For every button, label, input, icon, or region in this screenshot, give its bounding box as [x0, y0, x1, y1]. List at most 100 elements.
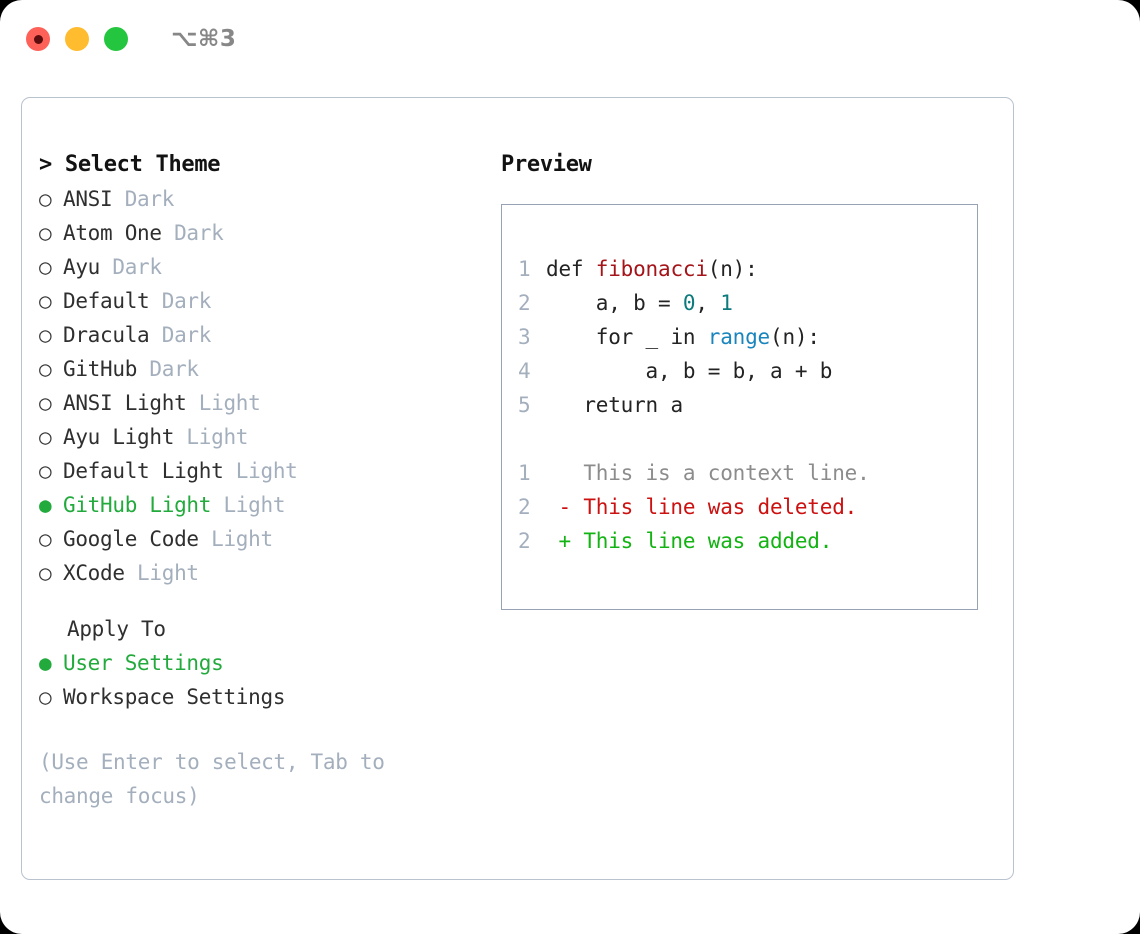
theme-list[interactable]: ○ANSI Dark○Atom One Dark○Ayu Dark○Defaul…	[39, 182, 489, 590]
diff-line: 2 + This line was added.	[518, 524, 977, 558]
apply-to-option-label: User Settings	[63, 651, 224, 675]
theme-variant-tag: Light	[186, 391, 261, 415]
apply-to-option[interactable]: ● User Settings	[39, 646, 489, 680]
radio-selected-icon: ●	[39, 493, 52, 517]
radio-unselected-icon: ○	[39, 187, 52, 211]
code-indent	[546, 291, 596, 315]
theme-option[interactable]: ○Default Light Light	[39, 454, 489, 488]
code-token: for _ in	[595, 325, 708, 349]
theme-variant-tag: Light	[174, 425, 249, 449]
spacer	[518, 422, 977, 456]
radio-unselected-icon: ○	[39, 323, 52, 347]
keyboard-shortcut-label: ⌥⌘3	[171, 26, 237, 52]
diff-line-text: + This line was added.	[546, 529, 833, 553]
theme-option[interactable]: ○ Atom One Dark	[39, 216, 489, 250]
radio-unselected-icon: ○	[39, 289, 52, 313]
minimize-window-button[interactable]	[65, 27, 89, 51]
radio-unselected-icon: ○	[39, 561, 52, 585]
code-token: return a	[583, 393, 683, 417]
theme-variant-tag: Light	[211, 493, 286, 517]
line-number: 3	[518, 325, 531, 349]
radio-unselected-icon: ○	[39, 221, 52, 245]
theme-variant-tag: Dark	[161, 221, 224, 245]
code-token: range	[707, 325, 770, 349]
line-number: 2	[518, 291, 531, 315]
radio-unselected-icon: ○	[39, 685, 52, 709]
theme-option[interactable]: ○ Ayu Light Light	[39, 420, 489, 454]
radio-unselected-icon: ○	[39, 425, 52, 449]
maximize-window-button[interactable]	[104, 27, 128, 51]
radio-unselected-icon: ○	[39, 459, 52, 483]
theme-option-label: Ayu Light	[63, 425, 175, 449]
diff-line-text: - This line was deleted.	[546, 495, 858, 519]
radio-unselected-icon: ○	[39, 357, 52, 381]
theme-option-label: Ayu	[63, 255, 101, 279]
diff-line: 2 - This line was deleted.	[518, 490, 977, 524]
theme-option[interactable]: ○ GitHub Dark	[39, 352, 489, 386]
code-line: 3 for _ in range(n):	[518, 320, 977, 354]
code-token: 0	[682, 291, 696, 315]
theme-option[interactable]: ○ XCode Light	[39, 556, 489, 590]
code-line: 1 def fibonacci(n):	[518, 252, 977, 286]
theme-variant-tag: Light	[124, 561, 199, 585]
code-line: 2 a, b = 0, 1	[518, 286, 977, 320]
theme-option-label: XCode	[63, 561, 125, 585]
line-number: 2	[518, 529, 531, 553]
theme-variant-tag: Dark	[100, 255, 162, 279]
diff-block: 1 This is a context line.2 - This line w…	[518, 456, 977, 558]
code-token: (n):	[770, 325, 820, 349]
code-token: def	[546, 257, 596, 281]
theme-option[interactable]: ○Dracula Dark	[39, 318, 489, 352]
line-number: 5	[518, 393, 531, 417]
theme-option[interactable]: ○ Ayu Dark	[39, 250, 489, 284]
theme-variant-tag: Light	[198, 527, 273, 551]
theme-option[interactable]: ○ ANSI Light Light	[39, 386, 489, 420]
code-token: ,	[695, 291, 721, 315]
line-number: 2	[518, 495, 531, 519]
theme-option-label: Google Code	[63, 527, 199, 551]
radio-selected-icon: ●	[39, 651, 52, 675]
theme-option-label: Default	[63, 289, 150, 313]
theme-option-label: ANSI	[63, 187, 113, 211]
window-controls	[26, 27, 128, 51]
apply-to-list[interactable]: ● User Settings ○Workspace Settings	[39, 646, 489, 714]
theme-variant-tag: Dark	[137, 357, 199, 381]
radio-unselected-icon: ○	[39, 391, 52, 415]
line-number: 1	[518, 461, 531, 485]
select-theme-heading: > Select Theme	[39, 152, 221, 177]
title-bar: ⌥⌘3	[0, 0, 1140, 78]
code-token: fibonacci	[595, 257, 708, 281]
keyboard-hint-text: (Use Enter to select, Tab to change focu…	[39, 750, 385, 808]
theme-option-label: Atom One	[63, 221, 162, 245]
code-line: 5 return a	[518, 388, 977, 422]
code-token: a, b =	[595, 291, 683, 315]
theme-picker-column: > Select Theme ○ANSI Dark○Atom One Dark○…	[39, 148, 489, 813]
diff-line-text: This is a context line.	[546, 461, 870, 485]
radio-unselected-icon: ○	[39, 255, 52, 279]
theme-variant-tag: Dark	[149, 289, 212, 313]
theme-option[interactable]: ○ Google Code Light	[39, 522, 489, 556]
spacer	[39, 590, 489, 612]
code-indent	[546, 393, 583, 417]
code-token: 1	[720, 291, 733, 315]
diff-line: 1 This is a context line.	[518, 456, 977, 490]
theme-variant-tag: Dark	[112, 187, 175, 211]
theme-option-label: GitHub Light	[63, 493, 212, 517]
code-token: (n):	[707, 257, 758, 281]
theme-option[interactable]: ○ ANSI Dark	[39, 182, 489, 216]
theme-option[interactable]: ● GitHub Light Light	[39, 488, 489, 522]
apply-to-option[interactable]: ○Workspace Settings	[39, 680, 489, 714]
apply-to-heading: Apply To	[67, 617, 166, 641]
radio-unselected-icon: ○	[39, 527, 52, 551]
theme-option-label: GitHub	[63, 357, 138, 381]
theme-option-label: ANSI Light	[63, 391, 187, 415]
line-number: 1	[518, 257, 531, 281]
line-number: 4	[518, 359, 531, 383]
close-window-button[interactable]	[26, 27, 50, 51]
code-token: a, b = b, a + b	[645, 359, 833, 383]
theme-option[interactable]: ○ Default Dark	[39, 284, 489, 318]
